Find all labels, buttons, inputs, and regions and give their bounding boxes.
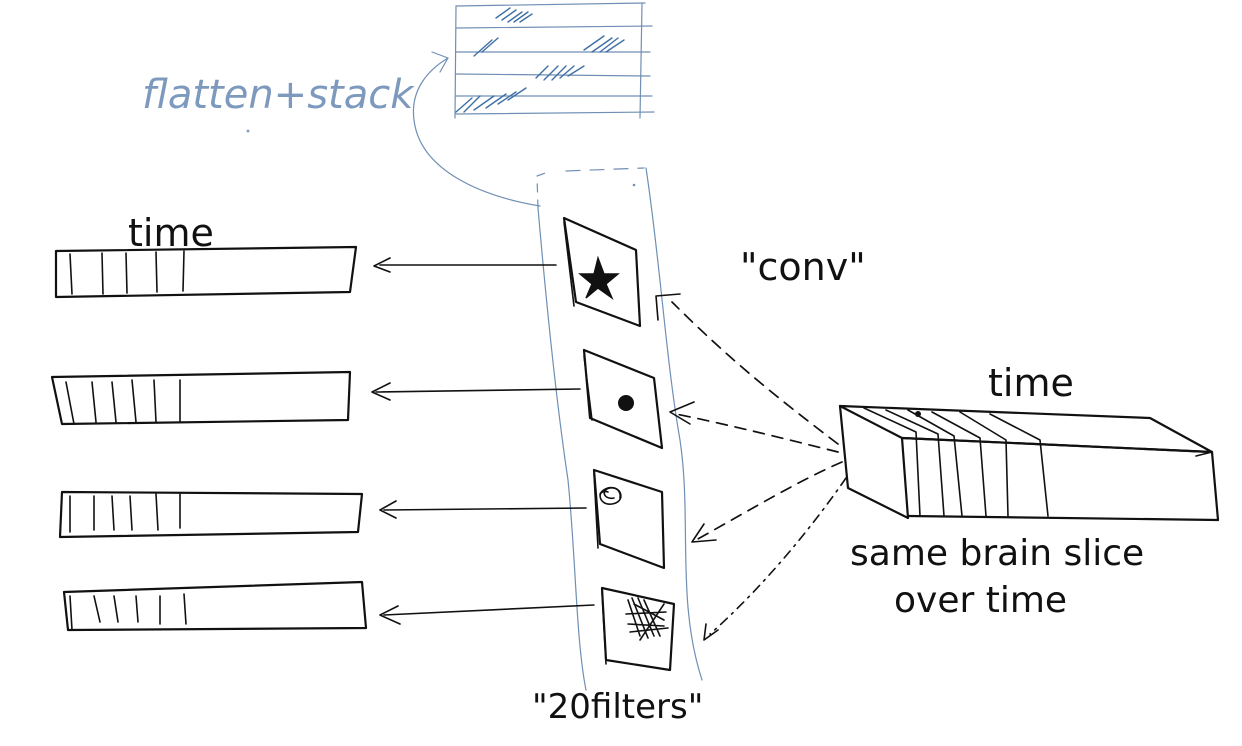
time-label-right: time — [988, 361, 1074, 405]
brain-slice-label-line1: same brain slice — [850, 533, 1144, 574]
conv-arrow-4 — [703, 477, 847, 641]
stray-dot — [246, 129, 250, 133]
conv-arrow-1 — [655, 293, 839, 445]
dot-feature — [618, 395, 634, 411]
conv-arrow-2 — [669, 401, 839, 453]
arrow-filter-3 — [379, 500, 587, 519]
filter-3 — [592, 468, 666, 570]
scribble-feature — [625, 597, 669, 641]
swirl-feature — [599, 486, 622, 505]
stacked-matrix — [454, 2, 655, 119]
time-label-left: time — [128, 211, 214, 255]
flatten-stack-label: flatten+stack — [142, 72, 415, 118]
arrow-filter-1 — [373, 257, 557, 273]
flatten-arrow — [412, 51, 541, 207]
time-bar-3 — [58, 490, 364, 539]
filter-1 — [562, 216, 642, 328]
time-bar-1 — [54, 245, 358, 299]
conv-label: "conv" — [740, 245, 866, 289]
arrow-filter-2 — [371, 382, 581, 401]
filters-label: "20filters" — [532, 687, 703, 727]
brain-slice-label-line2: over time — [894, 580, 1067, 621]
arrow-filter-4 — [379, 604, 595, 625]
filter-column-outline — [536, 167, 703, 691]
filter-4 — [600, 586, 676, 672]
time-bar-4 — [62, 580, 368, 632]
filter-2 — [582, 348, 664, 450]
conv-arrow-3 — [691, 461, 843, 543]
star-feature — [578, 255, 620, 301]
time-bar-2 — [50, 370, 352, 426]
brain-slice-prism — [838, 404, 1220, 522]
